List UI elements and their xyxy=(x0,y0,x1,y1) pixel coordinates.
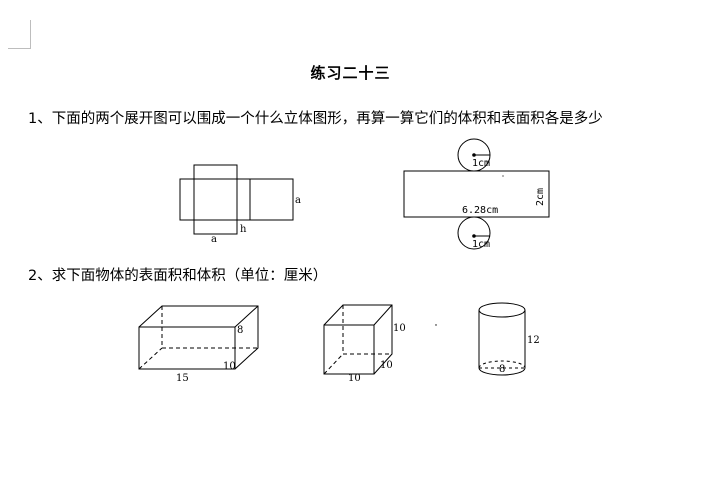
cylinder-diameter-label: 8 xyxy=(499,364,505,375)
cube-depth-label: 10 xyxy=(380,360,393,371)
cube-length-label: 10 xyxy=(348,373,361,384)
question-2: 2、求下面物体的表面积和体积（单位：厘米） xyxy=(28,268,328,284)
cuboid-hidden-edges xyxy=(138,306,258,370)
cuboid-net-figure xyxy=(179,164,294,235)
cylinder-top-ellipse xyxy=(478,302,526,318)
cuboid-back-edges xyxy=(138,305,259,370)
question-1: 1、下面的两个展开图可以围成一个什么立体图形，再算一算它们的体积和表面积各是多少 xyxy=(28,111,603,127)
cylinder-net-figure xyxy=(403,138,550,250)
cube-figure xyxy=(323,304,393,375)
cuboid-length-label: 15 xyxy=(176,373,189,384)
cube-top-right-edge xyxy=(373,304,393,326)
cylinder-bottom-front-arc xyxy=(478,367,526,376)
cuboid-height-label: 8 xyxy=(237,325,243,336)
net-label-a-bottom: a xyxy=(211,234,217,245)
page-title: 练习二十三 xyxy=(310,64,391,82)
cylinder-figure xyxy=(478,302,526,376)
cuboid-depth-label: 10 xyxy=(223,361,236,372)
net-label-a-right: a xyxy=(295,195,301,206)
cuboid-figure xyxy=(138,305,259,370)
stray-dot-2 xyxy=(435,324,437,326)
stray-dot xyxy=(502,175,504,177)
rectangle-height-label: 2cm xyxy=(535,188,546,206)
cube-front-face xyxy=(323,324,375,375)
cuboid-top-right-edge xyxy=(234,305,259,328)
cube-height-label: 10 xyxy=(393,323,406,334)
rectangle-length-label: 6.28cm xyxy=(462,205,498,216)
page-corner-mark xyxy=(8,20,31,49)
bottom-radius-label: 1cm xyxy=(472,239,490,250)
net-top-face xyxy=(193,164,238,180)
top-radius-label: 1cm xyxy=(472,158,490,169)
cylinder-bottom-back-arc xyxy=(478,360,526,369)
cylinder-net-bottom-circle xyxy=(457,216,491,250)
net-bottom-face xyxy=(193,219,238,235)
cylinder-height-label: 12 xyxy=(527,335,540,346)
net-label-h: h xyxy=(240,224,247,235)
bottom-center-dot xyxy=(472,234,476,238)
cube-hidden-edges xyxy=(323,305,392,375)
top-center-dot xyxy=(472,153,476,157)
